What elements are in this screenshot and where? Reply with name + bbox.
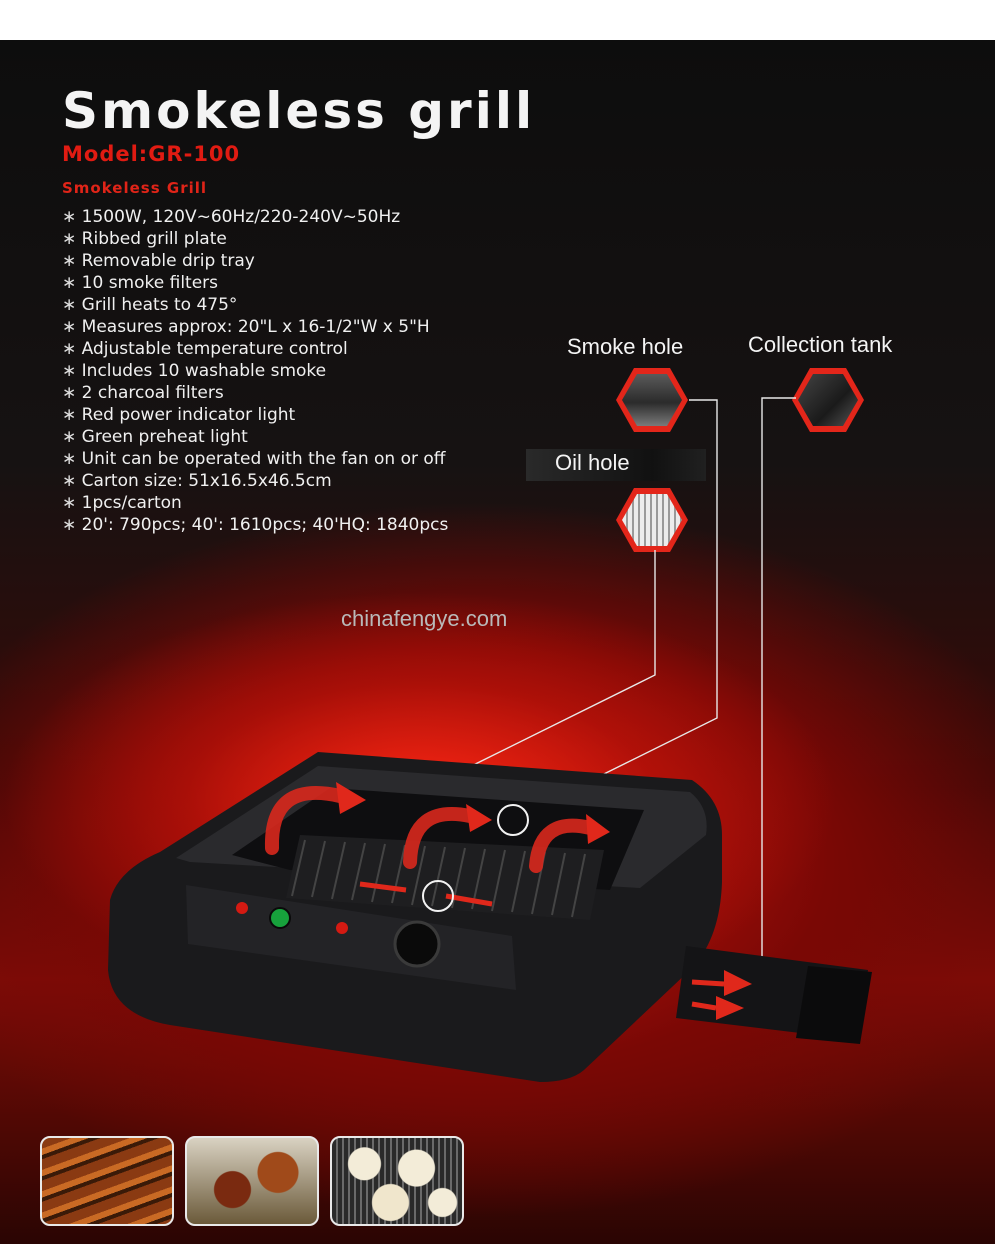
section-subtitle: Smokeless Grill: [62, 179, 208, 197]
model-number: Model:GR-100: [62, 142, 241, 166]
page-title: Smokeless grill: [62, 82, 536, 140]
spec-item: Includes 10 washable smoke: [62, 360, 448, 382]
spec-item: Green preheat light: [62, 426, 448, 448]
spec-item: 10 smoke filters: [62, 272, 448, 294]
spec-item: Ribbed grill plate: [62, 228, 448, 250]
watermark: chinafengye.com: [341, 606, 508, 631]
spec-item: 20': 790pcs; 40': 1610pcs; 40'HQ: 1840pc…: [62, 514, 449, 536]
food-photo-dumplings: [330, 1136, 464, 1226]
arrowheads: [336, 782, 752, 1020]
spec-list: 1500W, 120V~60Hz/220-240V~50Hz Ribbed gr…: [62, 206, 449, 536]
grill-illustration: [108, 397, 872, 1082]
collection-tank-label: Collection tank: [748, 332, 893, 357]
spec-item: 1500W, 120V~60Hz/220-240V~50Hz: [62, 206, 448, 228]
spec-item: 1pcs/carton: [62, 492, 448, 514]
food-photo-meat: [185, 1136, 319, 1226]
spec-item: Adjustable temperature control: [62, 338, 448, 360]
spec-item: 2 charcoal filters: [62, 382, 448, 404]
spec-item: Measures approx: 20"L x 16-1/2"W x 5"H: [62, 316, 448, 338]
oil-hole-label-bar: [526, 449, 706, 481]
spec-item: Grill heats to 475°: [62, 294, 448, 316]
spec-item: Carton size: 51x16.5x46.5cm: [62, 470, 448, 492]
oil-hole-ring-icon: [422, 880, 454, 912]
food-photo-fish: [40, 1136, 174, 1226]
spec-item: Unit can be operated with the fan on or …: [62, 448, 448, 470]
grill-body: [108, 752, 722, 1082]
oil-hole-label: Oil hole: [555, 450, 630, 475]
spec-item: Removable drip tray: [62, 250, 448, 272]
airflow-arrows: [264, 786, 597, 873]
smoke-hole-label: Smoke hole: [567, 334, 684, 359]
smoke-hole-ring-icon: [497, 804, 529, 836]
spec-item: Red power indicator light: [62, 404, 448, 426]
product-poster: Smokeless grill Model:GR-100 Smokeless G…: [0, 40, 995, 1244]
drip-tray: [676, 946, 872, 1044]
